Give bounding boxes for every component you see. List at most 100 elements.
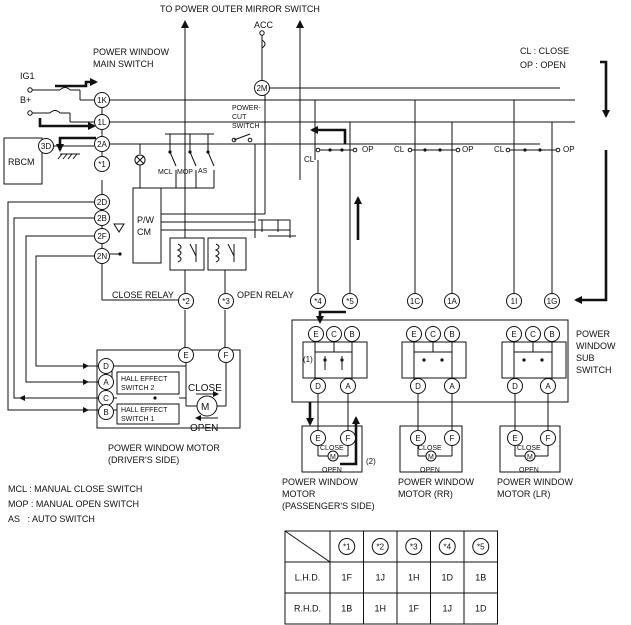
- terminal-star4: *4: [310, 293, 326, 309]
- sub-rr-c: C: [425, 326, 441, 342]
- mcl-label: MCL: [158, 169, 173, 176]
- hall1-label-2: SWITCH 1: [121, 416, 155, 423]
- terminal-2a-label: 2A: [97, 140, 107, 149]
- driver-motor-title-2: (DRIVER'S SIDE): [108, 455, 179, 465]
- driver-motor-f-label: F: [224, 351, 229, 360]
- driver-motor-b-label: B: [103, 408, 108, 417]
- rr-motor-e-label: E: [415, 434, 420, 443]
- table-cell: 1D: [441, 573, 453, 583]
- pass-motor-e-label: E: [315, 434, 320, 443]
- current-path-right: [600, 60, 610, 118]
- relay-aux-contacts: [258, 219, 296, 238]
- terminal-2m: 2M: [254, 80, 270, 96]
- cl-rr: CL: [394, 145, 405, 154]
- table-cell: 1F: [341, 573, 352, 583]
- pass-motor-f-label: F: [346, 434, 351, 443]
- terminal-2n: 2N: [94, 248, 110, 264]
- terminal-2d-label: 2D: [97, 198, 107, 207]
- sub-pass-a-label: A: [345, 382, 351, 391]
- rr-motor-title-1: POWER WINDOW: [398, 477, 474, 487]
- sub-switch-label-2: WINDOW: [576, 341, 616, 351]
- terminal-star5-label: *5: [346, 297, 354, 306]
- pw-cm-label-1: P/W: [137, 215, 155, 225]
- terminal-1g: 1G: [544, 293, 560, 309]
- sub-rr-a: A: [444, 378, 460, 394]
- top-title: TO POWER OUTER MIRROR SWITCH: [160, 4, 320, 14]
- rr-motor-box: [399, 425, 463, 473]
- hall2-label-2: SWITCH 2: [121, 385, 155, 392]
- driver-motor-title-1: POWER WINDOW MOTOR: [108, 443, 220, 453]
- table-header-5: *5: [477, 543, 485, 552]
- terminal-2b-label: 2B: [97, 214, 107, 223]
- terminal-1i: 1I: [506, 293, 522, 309]
- current-path-sub: [316, 310, 346, 324]
- sub-switch-internals-rr: [401, 339, 467, 380]
- pw-cm-label-2: CM: [137, 227, 151, 237]
- left-loops: [7, 180, 185, 413]
- rr-motor-f-label: F: [450, 434, 455, 443]
- terminal-1k-label: 1K: [97, 96, 107, 105]
- terminal-2a: 2A: [94, 136, 110, 152]
- main-switch-title-1: POWER WINDOW: [93, 47, 169, 57]
- bplus-feed: [27, 110, 96, 130]
- pass-motor-title-3: (PASSENGER'S SIDE): [282, 501, 375, 511]
- sub-pass-d: D: [310, 378, 326, 394]
- sub-lr-d-label: D: [512, 382, 518, 391]
- lr-motor-f-label: F: [546, 434, 551, 443]
- rbcm-box: [3, 137, 43, 185]
- terminal-1g-label: 1G: [547, 297, 558, 306]
- terminal-star1-label: *1: [98, 160, 106, 169]
- terminal-1i-label: 1I: [511, 297, 518, 306]
- sub-switch-internals-lr: [501, 339, 567, 380]
- bplus-label: B+: [20, 95, 31, 105]
- terminal-3d: 3D: [38, 138, 54, 154]
- ground-symbol: [57, 153, 80, 160]
- sub-pass-d-label: D: [315, 382, 321, 391]
- sub-lr-e-label: E: [511, 330, 516, 339]
- power-cut-label-1: POWER-: [232, 105, 261, 112]
- hall-switch-1-box: [116, 403, 180, 425]
- driver-open-label: OPEN: [190, 423, 218, 434]
- table-cell: 1H: [374, 604, 386, 614]
- terminal-2m-label: 2M: [256, 84, 267, 93]
- open-relay-label: OPEN RELAY: [237, 290, 294, 300]
- driver-motor-c: C: [98, 390, 114, 406]
- lr-motor-f: F: [540, 430, 556, 446]
- driver-motor-d: D: [98, 358, 114, 374]
- terminal-2d: 2D: [94, 194, 110, 210]
- terminal-2f: 2F: [94, 228, 110, 244]
- table-row-label: R.H.D.: [294, 604, 321, 614]
- sub-lr-a-label: A: [545, 382, 551, 391]
- terminal-1a-label: 1A: [447, 297, 457, 306]
- terminal-1l: 1L: [94, 114, 110, 130]
- sub-rr-d: D: [410, 378, 426, 394]
- sub-rr-b: B: [444, 326, 460, 342]
- sub-pass-c: C: [326, 326, 342, 342]
- as-label: AS: [198, 168, 208, 175]
- terminal-star2-label: *2: [182, 297, 190, 306]
- driver-motor-e: E: [178, 347, 194, 363]
- table-cell: 1D: [475, 604, 487, 614]
- current-path-passenger-motor: [340, 416, 360, 466]
- small-motors: [317, 446, 549, 462]
- terminal-1c-label: 1C: [410, 297, 420, 306]
- sub-lr-c-label: C: [530, 330, 536, 339]
- ig1-label: IG1: [20, 71, 35, 81]
- main-switch-contacts: [161, 133, 215, 189]
- driver-motor-d-label: D: [103, 362, 109, 371]
- close-relay-label: CLOSE RELAY: [112, 290, 174, 300]
- table-header-4: *4: [443, 543, 451, 552]
- rr-motor-m: M: [428, 454, 434, 461]
- table-cell: 1H: [408, 573, 420, 583]
- lr-open-small: OPEN: [519, 467, 539, 474]
- sub-pass-b: B: [344, 326, 360, 342]
- terminal-star1: *1: [94, 156, 110, 172]
- terminal-star2: *2: [178, 293, 194, 309]
- indicator-lamp-icon: [134, 144, 146, 188]
- terminal-1k: 1K: [94, 92, 110, 108]
- passenger-motor-box: [301, 425, 363, 473]
- table-corner-diagonal: [284, 530, 331, 563]
- pass-open-small: OPEN: [322, 467, 342, 474]
- sub-pass-b-label: B: [349, 330, 354, 339]
